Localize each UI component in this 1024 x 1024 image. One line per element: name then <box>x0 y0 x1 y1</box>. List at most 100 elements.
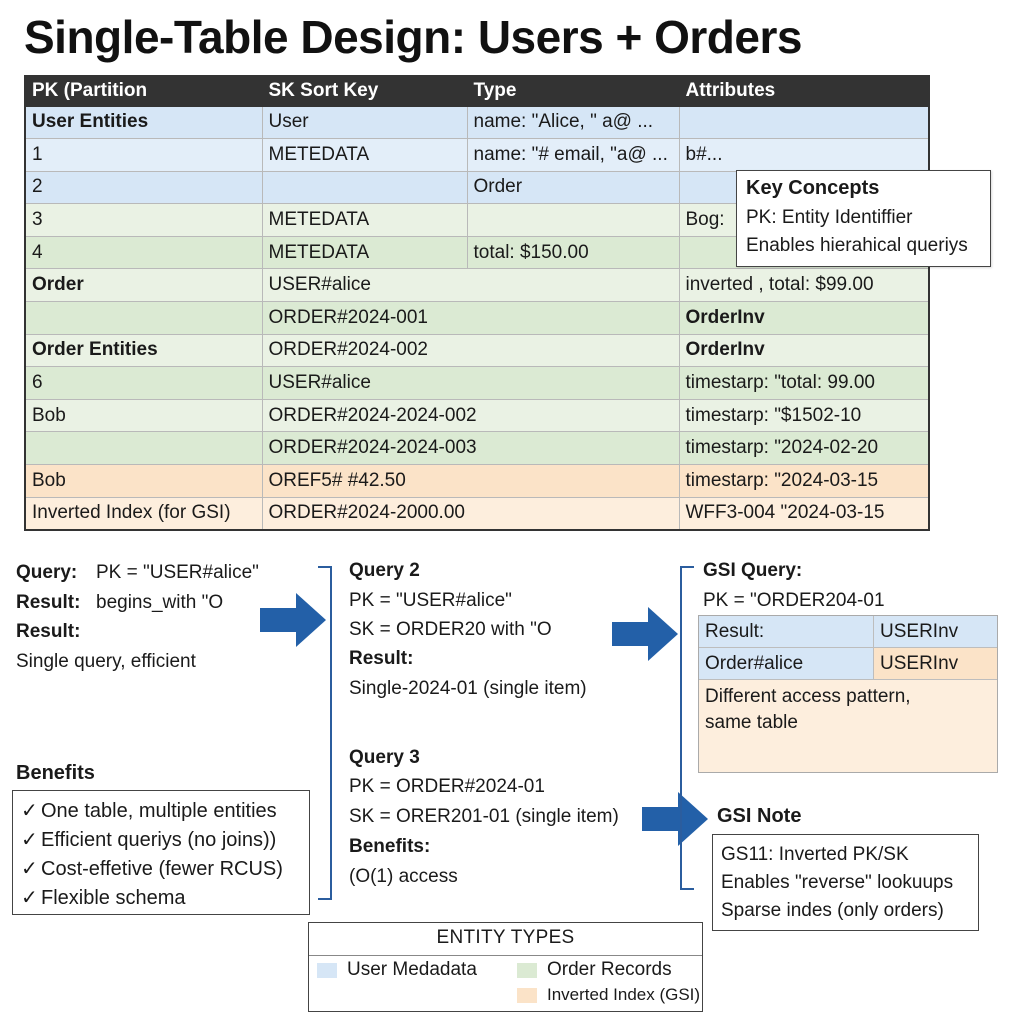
cell-pk: Bob <box>24 398 263 433</box>
legend-item-inverted: Inverted Index (GSI) <box>517 985 700 1005</box>
cell-sk: User <box>261 105 468 140</box>
cell-sk: ORDER#2024-001 <box>261 301 680 335</box>
legend-divider <box>309 955 702 956</box>
query2-result: Single-2024-01 (single item) <box>349 678 587 699</box>
cell-pk: 6 <box>24 366 263 400</box>
gsi-cell: USERInv <box>874 648 997 679</box>
cell-pk: Bob <box>24 464 263 498</box>
header-pk: PK (Partition <box>24 75 263 107</box>
query3-line2: SK = ORER201-01 (single item) <box>349 806 619 827</box>
query1-result-label: Result: <box>16 592 81 613</box>
check-icon: ✓ <box>21 800 38 822</box>
table-row: Order Entities ORDER#2024-002 OrderInv <box>24 333 930 368</box>
gsi-note-line: same table <box>705 712 798 733</box>
cell-pk: 4 <box>24 235 263 270</box>
gsi-result-table: Result: USERInv Order#alice USERInv Diff… <box>698 615 998 773</box>
legend-title: ENTITY TYPES <box>436 927 575 948</box>
cell-type: total: $150.00 <box>466 235 680 270</box>
table-row: Bob OREF5# #42.50 timestarp: "2024-03-15 <box>24 464 930 498</box>
cell-attributes: WFF3-004 "2024-03-15 <box>678 496 930 531</box>
cell-pk: Order <box>24 268 263 303</box>
gsi-result-row: Result: USERInv <box>699 616 997 648</box>
legend-item-order: Order Records <box>517 959 672 981</box>
cell-type: name: "Alice, " a@ ... <box>466 105 680 140</box>
cell-attributes: timestarp: "2024-02-20 <box>678 431 930 466</box>
table-row: ORDER#2024-001 OrderInv <box>24 301 930 335</box>
cell-attributes: inverted , total: $99.00 <box>678 268 930 303</box>
cell-attributes: OrderInv <box>678 301 930 335</box>
cell-attributes: timestarp: "total: 99.00 <box>678 366 930 400</box>
query3-benefit: (O(1) access <box>349 866 458 887</box>
check-icon: ✓ <box>21 858 38 880</box>
key-concepts-line: PK: Entity Identiffier <box>746 207 913 228</box>
cell-sk: OREF5# #42.50 <box>261 464 680 498</box>
table-row: 6 USER#alice timestarp: "total: 99.00 <box>24 366 930 400</box>
cell-attributes: b#... <box>678 138 930 172</box>
query3-title: Query 3 <box>349 747 420 768</box>
check-icon: ✓ <box>21 887 38 909</box>
cell-sk: USER#alice <box>261 268 680 303</box>
gsi-note-line: Different access pattern, <box>705 686 911 707</box>
key-concepts-line: Enables hierahical queriys <box>746 235 968 256</box>
cell-pk: Order Entities <box>24 333 263 368</box>
cell-sk: ORDER#2024-2000.00 <box>261 496 680 531</box>
table-row: Bob ORDER#2024-2024-002 timestarp: "$150… <box>24 398 930 433</box>
table-row: User Entities User name: "Alice, " a@ ..… <box>24 105 930 140</box>
query3-line1: PK = ORDER#2024-01 <box>349 776 545 797</box>
cell-sk: ORDER#2024-002 <box>261 333 680 368</box>
arrow-right-icon <box>260 593 326 647</box>
legend-item-user: User Medadata <box>317 959 477 981</box>
query1-result-label-2: Result: <box>16 621 81 642</box>
gsi-note-line: GS11: Inverted PK/SK <box>721 844 909 865</box>
cell-pk <box>24 301 263 335</box>
cell-sk <box>261 170 468 205</box>
gsi-cell: Order#alice <box>699 648 874 679</box>
arrow-right-icon <box>612 607 678 661</box>
query1-result-value: begins_with "O <box>96 592 224 613</box>
query2-title: Query 2 <box>349 560 420 581</box>
header-sk: SK Sort Key <box>261 75 468 107</box>
query1-value: PK = "USER#alice" <box>96 562 259 583</box>
query2-line2: SK = ORDER20 with "O <box>349 619 552 640</box>
gsi-query-title: GSI Query: <box>703 560 803 581</box>
cell-pk: User Entities <box>24 105 263 140</box>
benefit-item: ✓Efficient queriys (no joins)) <box>21 826 301 855</box>
key-concepts-box: Key Concepts PK: Entity Identiffier Enab… <box>736 170 991 267</box>
benefit-item: ✓Flexible schema <box>21 884 301 913</box>
gsi-cell: USERInv <box>874 616 997 647</box>
cell-type <box>466 203 680 237</box>
query2-line1: PK = "USER#alice" <box>349 590 512 611</box>
gsi-result-row: Order#alice USERInv <box>699 648 997 680</box>
cell-sk: METEDATA <box>261 203 468 237</box>
gsi-bracket <box>680 566 694 890</box>
table-row: ORDER#2024-2024-003 timestarp: "2024-02-… <box>24 431 930 466</box>
table-row: 1 METEDATA name: "# email, "a@ ... b#... <box>24 138 930 172</box>
query-bracket <box>318 566 332 900</box>
cell-type: name: "# email, "a@ ... <box>466 138 680 172</box>
check-icon: ✓ <box>21 829 38 851</box>
benefit-item: ✓Cost-effetive (fewer RCUS) <box>21 855 301 884</box>
legend-swatch <box>517 987 537 1003</box>
cell-attributes: timestarp: "$1502-10 <box>678 398 930 433</box>
header-type: Type <box>466 75 680 107</box>
cell-type: Order <box>466 170 680 205</box>
page-title: Single-Table Design: Users + Orders <box>24 11 802 63</box>
cell-pk: 3 <box>24 203 263 237</box>
gsi-query-line: PK = "ORDER204-01 <box>703 590 885 611</box>
table-row: Order USER#alice inverted , total: $99.0… <box>24 268 930 303</box>
cell-sk: METEDATA <box>261 235 468 270</box>
query1-note: Single query, efficient <box>16 651 196 672</box>
table-header-row: PK (Partition SK Sort Key Type Attribute… <box>24 75 930 107</box>
table-row: Inverted Index (for GSI) ORDER#2024-2000… <box>24 496 930 531</box>
gsi-note-title: GSI Note <box>717 805 802 827</box>
cell-pk: Inverted Index (for GSI) <box>24 496 263 531</box>
cell-attributes: OrderInv <box>678 333 930 368</box>
cell-sk: ORDER#2024-2024-003 <box>261 431 680 466</box>
legend-swatch <box>317 962 337 978</box>
gsi-note-line: Sparse indes (only orders) <box>721 900 944 921</box>
gsi-note-cell: Different access pattern, same table <box>699 680 997 772</box>
entity-types-legend: ENTITY TYPES User Medadata Order Records… <box>308 922 703 1012</box>
query2-result-label: Result: <box>349 648 414 669</box>
cell-attributes: timestarp: "2024-03-15 <box>678 464 930 498</box>
gsi-note-box: GS11: Inverted PK/SK Enables "reverse" l… <box>712 834 979 931</box>
